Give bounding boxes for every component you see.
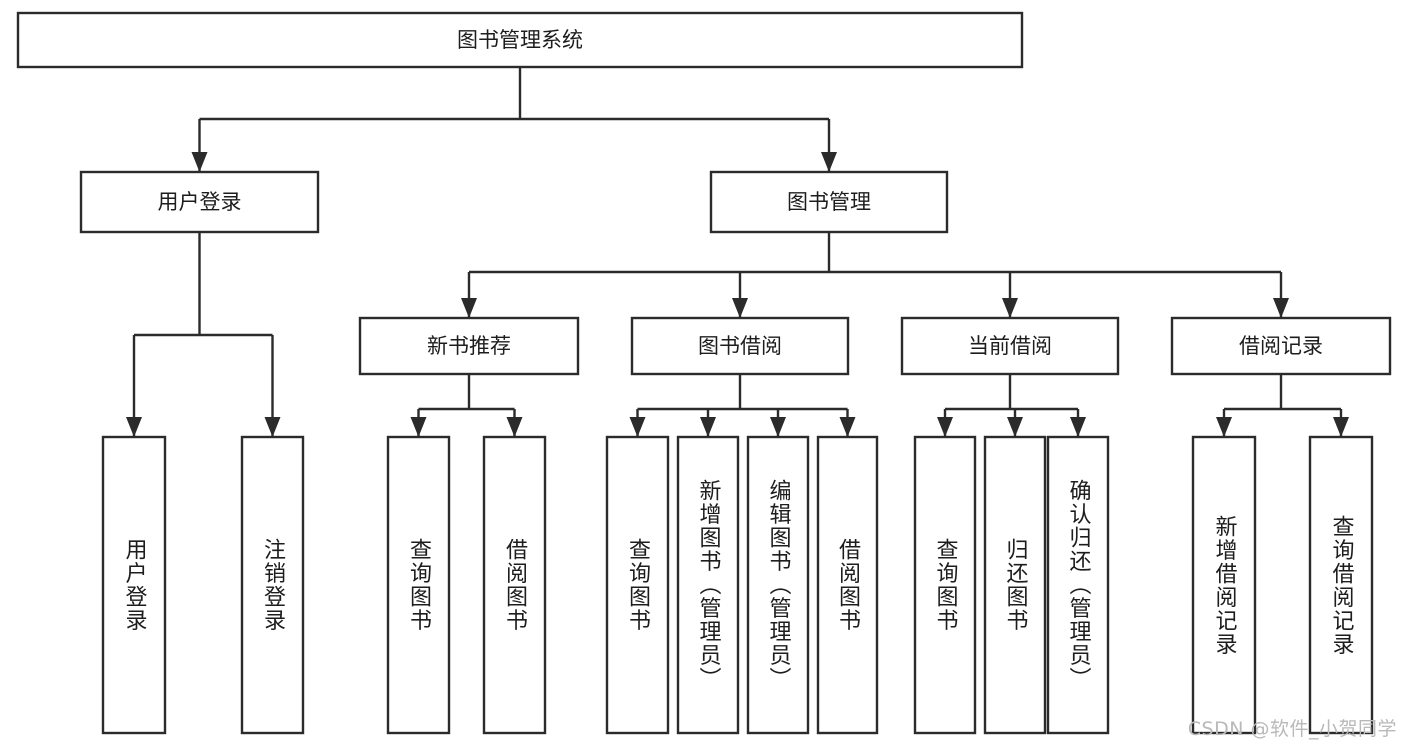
connector-layer (126, 67, 1349, 437)
arrow-head-icon (1070, 417, 1086, 437)
node-leaf-box-3[interactable] (386, 435, 451, 735)
node-level3-box-4[interactable] (1170, 316, 1392, 376)
arrow-head-icon (126, 417, 142, 437)
node-level2-box-1[interactable] (79, 170, 320, 234)
watermark-credit: CSDN @软件_小贺同学 (1187, 718, 1397, 740)
node-leaf-box-9[interactable] (913, 435, 977, 735)
node-leaf-box-13[interactable] (1308, 435, 1374, 735)
arrow-head-icon (264, 417, 281, 437)
node-level3-box-3[interactable] (900, 316, 1120, 376)
arrow-head-icon (1216, 417, 1232, 437)
node-leaf-box-5[interactable] (605, 435, 670, 735)
node-level3-box-1[interactable] (358, 316, 580, 376)
node-root-box[interactable] (16, 11, 1024, 69)
arrow-head-icon (410, 417, 427, 437)
node-root-label: 图书管理系统 (457, 28, 583, 52)
node-level3-label-3: 当前借阅 (968, 334, 1052, 358)
arrow-head-icon (1333, 417, 1349, 437)
arrow-head-icon (461, 298, 477, 318)
node-leaf-box-12[interactable] (1191, 435, 1257, 735)
node-box-layer (16, 11, 1392, 735)
node-level3-label-4: 借阅记录 (1239, 334, 1323, 358)
node-leaf-box-7[interactable] (746, 435, 810, 735)
arrow-head-icon (839, 417, 856, 437)
node-leaf-box-11[interactable] (1046, 435, 1110, 735)
arrow-head-icon (1007, 417, 1023, 437)
node-leaf-box-1[interactable] (101, 435, 167, 735)
arrow-head-icon (700, 417, 716, 437)
node-level2-label-1: 用户登录 (158, 190, 242, 214)
node-level3-box-2[interactable] (630, 316, 850, 376)
arrow-head-icon (629, 417, 646, 437)
arrow-head-icon (1002, 298, 1018, 318)
arrow-head-icon (770, 417, 786, 437)
node-level3-label-1: 新书推荐 (427, 334, 511, 358)
node-leaf-box-4[interactable] (482, 435, 547, 735)
node-leaf-box-2[interactable] (240, 435, 305, 735)
arrow-head-icon (506, 417, 523, 437)
node-leaf-box-6[interactable] (676, 435, 740, 735)
arrow-head-icon (1273, 298, 1289, 318)
node-level3-label-2: 图书借阅 (698, 334, 782, 358)
arrow-head-icon (732, 298, 748, 318)
arrow-head-icon (191, 152, 208, 172)
arrow-head-icon (937, 417, 953, 437)
arrow-head-icon (821, 152, 837, 172)
node-level2-box-2[interactable] (709, 170, 949, 234)
node-level2-label-2: 图书管理 (787, 190, 871, 214)
node-leaf-box-10[interactable] (983, 435, 1047, 735)
node-leaf-box-8[interactable] (816, 435, 879, 735)
